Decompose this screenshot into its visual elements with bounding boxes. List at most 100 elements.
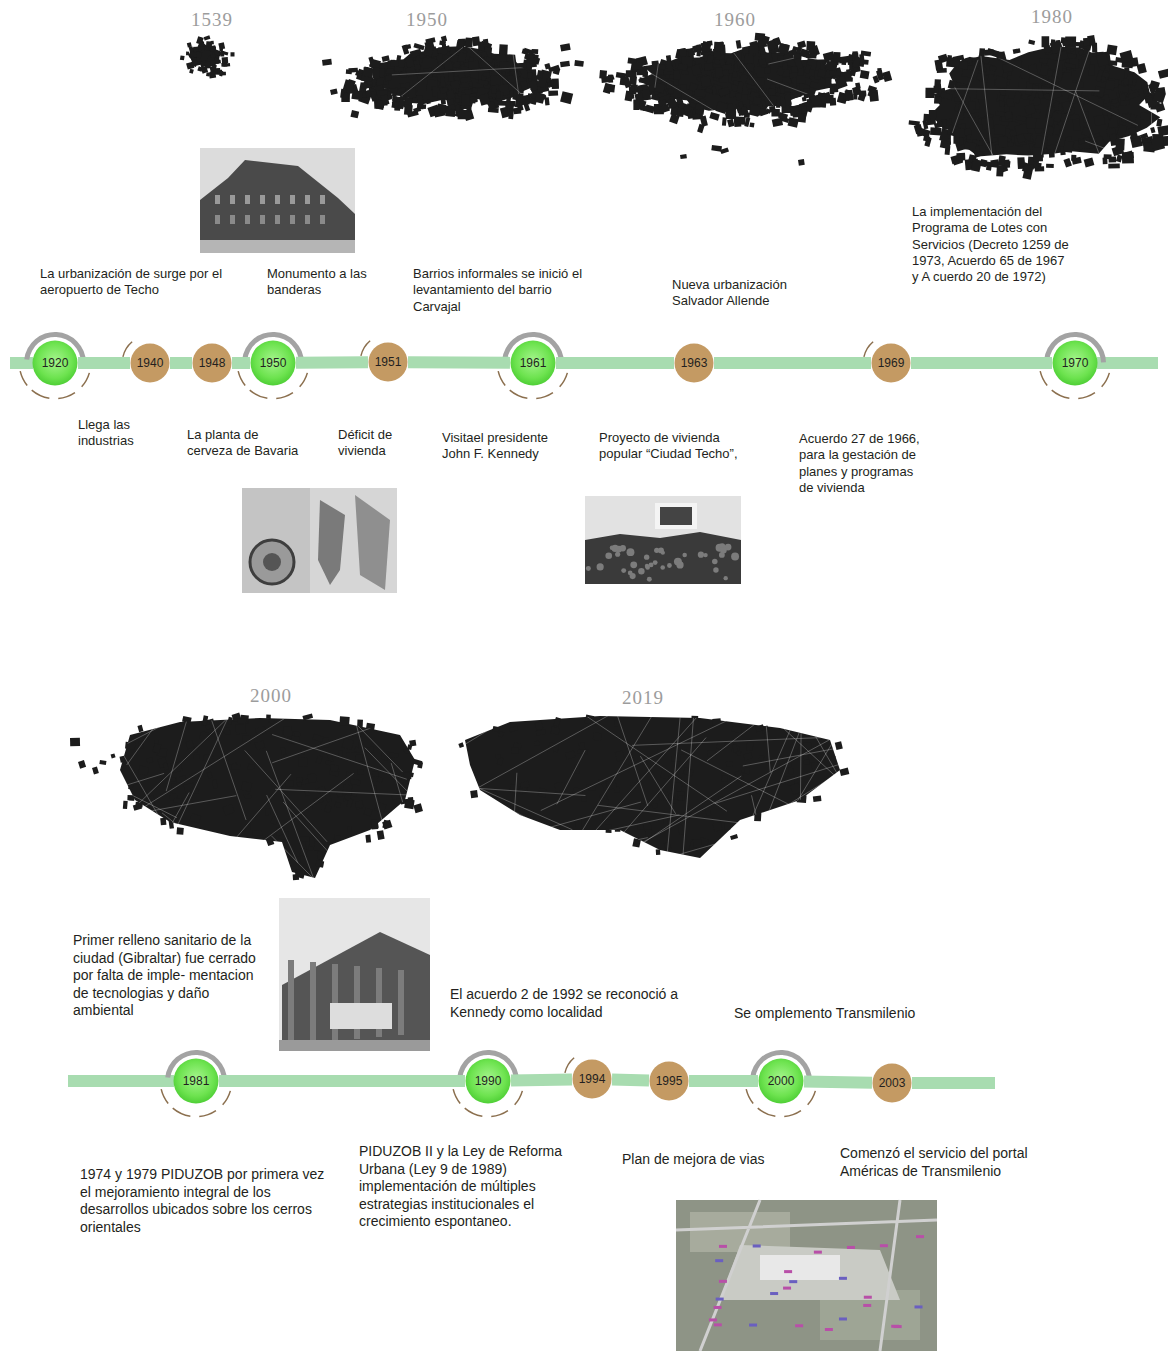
map-block: [313, 796, 323, 804]
timeline-bar: [912, 1077, 995, 1089]
map-street: [1043, 26, 1098, 189]
map-block: [986, 161, 998, 167]
map-block: [397, 99, 405, 109]
map-block: [790, 105, 799, 114]
map-block: [578, 749, 588, 755]
map-street: [267, 795, 298, 863]
year-circle: 1920: [32, 340, 78, 386]
map-block: [724, 823, 730, 830]
map-block: [334, 802, 341, 808]
map-block: [344, 794, 351, 800]
map-block: [212, 780, 218, 790]
map-block: [726, 762, 732, 767]
map-block: [312, 734, 323, 743]
map-street: [952, 60, 978, 135]
dashed-arc: [514, 1091, 523, 1106]
map-block: [544, 63, 550, 69]
map-block: [190, 52, 197, 57]
map-block: [947, 55, 952, 59]
map-block: [450, 54, 458, 62]
photo-shape: [660, 565, 665, 570]
map-block: [1096, 53, 1109, 67]
map-block: [514, 108, 522, 115]
map-block: [204, 35, 211, 40]
photo-shape: [245, 195, 250, 204]
map-block: [560, 43, 571, 51]
map-block: [1025, 88, 1032, 95]
photo-shape: [250, 540, 294, 584]
year-text: 1961: [520, 356, 547, 370]
map-street: [767, 79, 881, 122]
brown-circle: [873, 1064, 912, 1103]
dashed-arc: [564, 1057, 574, 1073]
map-block: [1143, 89, 1149, 94]
timeline-bar: [689, 1075, 758, 1087]
map-street: [65, 714, 186, 776]
map-block: [989, 66, 996, 72]
map-block: [693, 839, 702, 847]
map-block: [809, 754, 818, 763]
year-text: 1920: [42, 356, 69, 370]
map-block: [445, 109, 455, 117]
map-block: [714, 59, 720, 65]
map-block: [736, 93, 742, 101]
map-block: [358, 769, 364, 774]
map-block: [362, 66, 373, 77]
brown-circle: [369, 343, 408, 382]
year-text: 1951: [375, 355, 402, 369]
map-block: [624, 756, 634, 766]
year-circle: 1981: [173, 1058, 219, 1104]
map-block: [342, 738, 354, 750]
map-block: [92, 767, 99, 775]
map-block: [1089, 64, 1095, 75]
map-block: [1084, 157, 1095, 167]
map-block: [207, 772, 213, 779]
map-block: [377, 777, 383, 784]
map-street: [487, 802, 641, 845]
dashed-arc: [19, 371, 27, 386]
map-block: [720, 147, 729, 154]
map-block: [265, 808, 271, 815]
map-1539: [180, 35, 235, 78]
map-block: [804, 742, 811, 751]
map-street: [952, 83, 1017, 198]
map-block: [608, 74, 613, 82]
map-block: [940, 140, 951, 149]
map-block: [574, 60, 584, 67]
photo-shape: [714, 1306, 722, 1309]
map-block: [196, 36, 204, 44]
photo-shape: [230, 195, 235, 204]
map-block: [447, 90, 455, 99]
map-year: 2019: [598, 686, 688, 710]
photo-shape: [653, 560, 658, 565]
map-block: [269, 718, 275, 723]
timeline-bar: [714, 357, 871, 369]
map-block: [1140, 133, 1148, 140]
map-block: [1120, 100, 1129, 106]
map-block: [324, 805, 332, 813]
dashed-arc: [122, 341, 132, 357]
map-block: [1029, 77, 1040, 83]
maps: [41, 0, 1168, 969]
map-street: [633, 815, 817, 868]
map-block: [351, 90, 363, 100]
map-street: [423, 823, 629, 887]
map-block: [185, 740, 194, 749]
map-block: [508, 108, 514, 119]
map-block: [799, 104, 806, 113]
map-block: [180, 55, 185, 60]
map-street: [800, 616, 802, 833]
map-block: [770, 84, 776, 89]
photo-shape: [586, 566, 591, 571]
map-block: [458, 39, 464, 47]
map-block: [753, 97, 762, 105]
map-street: [740, 639, 829, 845]
map-block: [231, 764, 240, 770]
timeline-bar: [911, 357, 1052, 369]
map-block: [440, 87, 448, 94]
map-street: [335, 47, 463, 148]
dashed-arc: [1039, 371, 1047, 386]
map-block: [691, 716, 698, 722]
photo-shape: [863, 1304, 871, 1307]
event-note: PIDUZOB II y la Ley de Reforma Urbana (L…: [359, 1143, 566, 1231]
